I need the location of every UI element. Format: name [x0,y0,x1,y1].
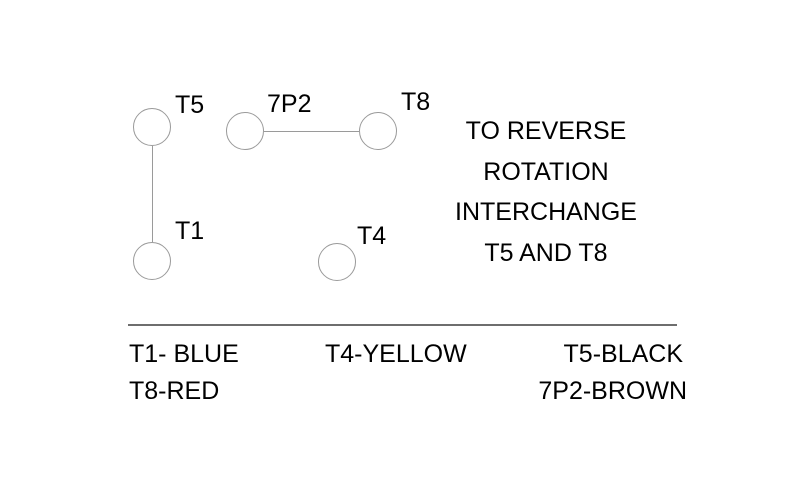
terminal-7p2-label: 7P2 [267,90,312,118]
legend-item-t5-black: T5-BLACK [563,340,683,368]
rotation-note-line-4: T5 AND T8 [484,238,608,267]
rotation-note: TO REVERSE ROTATION INTERCHANGE T5 AND T… [431,111,661,273]
legend-item-t4-yellow: T4-YELLOW [325,340,467,368]
rotation-note-line-1: TO REVERSE [465,117,627,145]
legend-item-7p2-brown: 7P2-BROWN [538,377,687,405]
rotation-note-line-3: INTERCHANGE [455,198,637,227]
legend-item-t8-red: T8-RED [129,377,220,405]
terminal-t1-circle [133,242,171,280]
terminal-t5-label: T5 [175,91,205,119]
terminal-t5-circle [133,108,171,146]
terminal-t1-label: T1 [175,217,205,245]
terminal-t8-label: T8 [401,88,431,116]
legend-item-t1-blue: T1- BLUE [129,340,239,368]
terminal-t8-circle [359,112,397,150]
wire-t5-t1 [152,146,153,242]
rotation-note-line-2: ROTATION [483,157,609,186]
legend-divider [128,324,677,326]
terminal-t4-label: T4 [357,222,387,250]
wire-7p2-t8 [264,131,359,132]
terminal-7p2-circle [226,112,264,150]
terminal-t4-circle [318,243,356,281]
